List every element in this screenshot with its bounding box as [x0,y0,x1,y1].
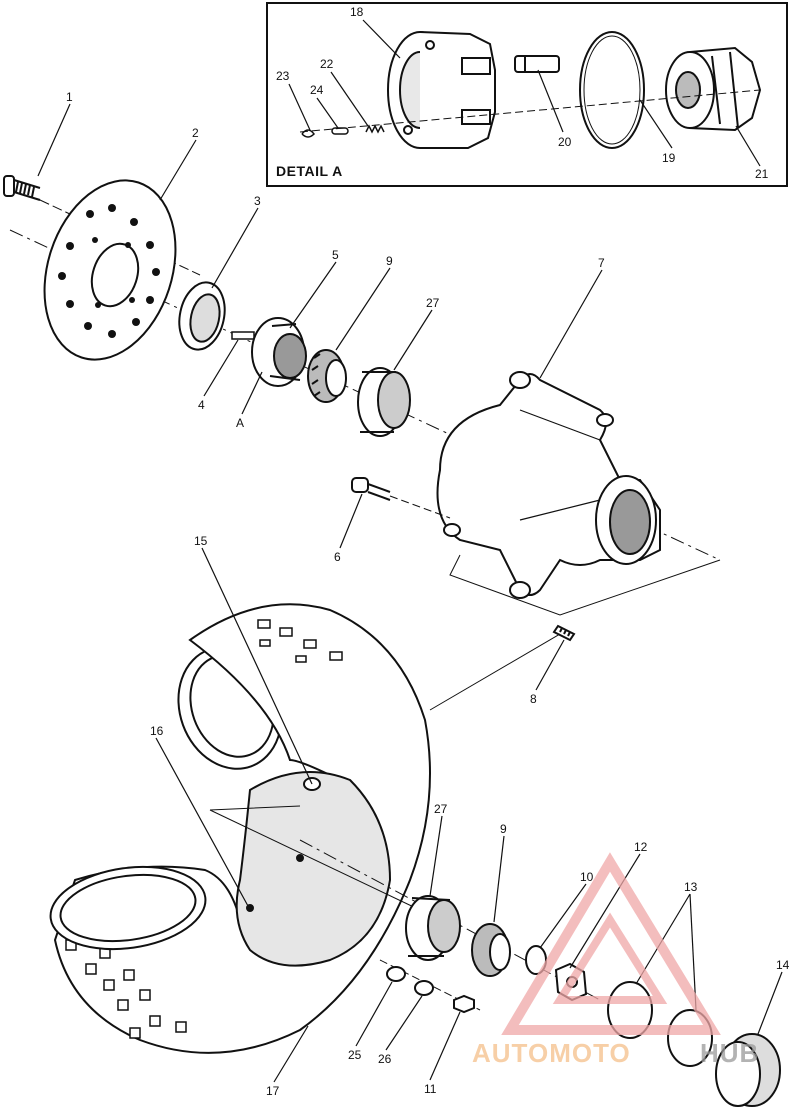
part-13-o-ring-a [607,981,653,1039]
callout-13: 13 [684,880,698,894]
part-13-o-ring-b [667,1009,713,1067]
watermark-triangle-inner [552,912,668,1004]
callout-23: 23 [276,69,290,83]
callout-19: 19 [662,151,676,165]
callout-3: 3 [254,194,261,208]
part-1-bolt [3,175,41,201]
stud-guide-line [449,554,721,616]
part-9-bearing-lower [471,923,511,977]
detail-a-border [266,2,788,187]
part-6-bolt [351,477,391,501]
detail-a-title: DETAIL A [276,163,343,179]
callout-15: 15 [194,534,208,548]
callout-9-upper: 9 [386,254,393,268]
callout-2: 2 [192,126,199,140]
rim-guide-lines [209,805,421,911]
callout-1: 1 [66,90,73,104]
part-19-o-ring [579,31,645,149]
callout-9-lower: 9 [500,822,507,836]
callout-27-lower: 27 [434,802,448,816]
callout-A: A [236,416,244,430]
detail-a-panel: DETAIL A [266,2,788,187]
detail-leaders [288,19,761,167]
callout-11: 11 [424,1082,437,1096]
part-27-race-upper [357,367,411,437]
callout-6: 6 [334,550,341,564]
callout-12: 12 [634,840,648,854]
callout-26: 26 [378,1052,392,1066]
callout-10: 10 [580,870,594,884]
callout-7: 7 [598,256,605,270]
part-5-drive-ring [251,317,307,387]
watermark-text-automoto: AUTOMOTO [472,1038,631,1068]
callout-24: 24 [310,83,324,97]
bolt-6-axis [389,495,451,519]
part-8-stud [552,624,576,642]
part-26-lock-washer [414,980,434,996]
callout-25: 25 [348,1048,362,1062]
part-3-seal [178,281,226,351]
part-16-rim-outer-lip [49,865,207,951]
part-4-pin [231,331,255,340]
part-7-wheel-hub [436,371,661,599]
part-25-washer [386,966,406,982]
part-21-hub-knob [665,46,762,132]
callout-20: 20 [558,135,572,149]
part-11-nut [453,994,475,1014]
part-9-bearing-upper [307,349,347,403]
detail-centerline [299,89,761,133]
part-24-pin [331,127,349,135]
callout-8: 8 [530,692,537,706]
part-27-race-lower [405,895,461,961]
watermark-text-hub: HUB [700,1038,759,1068]
callout-4: 4 [198,398,205,412]
callout-17: 17 [266,1084,280,1098]
part-2-brake-disc [43,179,177,361]
automotohub-watermark: AUTOMOTO HUB [472,852,759,1068]
watermark-triangle-outer [501,852,721,1035]
wheel-to-stud-line [429,633,561,711]
callout-18: 18 [350,5,364,19]
main-leaders [37,103,783,1083]
part-18-hub-lock-body [387,31,496,149]
callout-22: 22 [320,57,334,71]
part-14-hub-cap [715,1033,781,1107]
part-16-rim-inner [235,771,392,967]
part-22-spring [365,124,385,134]
callout-27-upper: 27 [426,296,440,310]
part-19-o-ring-inner [583,35,641,145]
callout-16: 16 [150,724,164,738]
part-20-pin [514,55,560,73]
callout-5: 5 [332,248,339,262]
callout-14: 14 [776,958,790,972]
callout-21: 21 [755,167,769,181]
